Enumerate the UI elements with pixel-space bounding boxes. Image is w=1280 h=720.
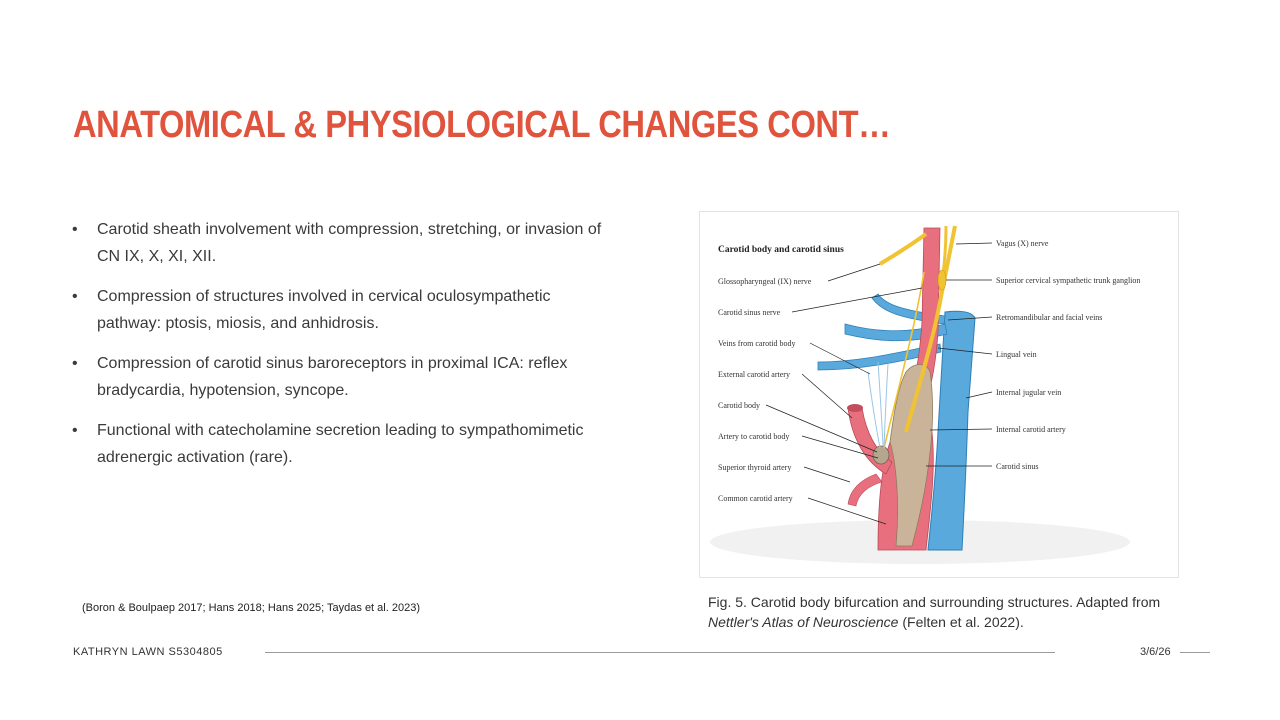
bullet-item: Compression of carotid sinus barorecepto… <box>72 350 612 404</box>
internal-jugular-vein <box>927 310 976 551</box>
figure-label-left: Artery to carotid body <box>718 432 789 441</box>
figure-label-right: Superior cervical sympathetic trunk gang… <box>996 276 1140 285</box>
bullet-item: Carotid sheath involvement with compress… <box>72 216 612 270</box>
caption-text: Fig. 5. Carotid body bifurcation and sur… <box>708 594 1161 610</box>
figure-label-right: Carotid sinus <box>996 462 1038 471</box>
bullet-item: Compression of structures involved in ce… <box>72 283 612 337</box>
figure-label-right: Vagus (X) nerve <box>996 239 1049 248</box>
figure-label-right: Internal jugular vein <box>996 388 1061 397</box>
vagus-nerve <box>904 225 957 433</box>
anatomy-figure: Carotid body and carotid sinus Glossopha… <box>699 211 1179 578</box>
footer-author: KATHRYN LAWN S5304805 <box>73 646 223 658</box>
right-leader-lines <box>926 242 993 467</box>
glossopharyngeal-nerve <box>878 232 928 266</box>
figure-label-left: Veins from carotid body <box>718 339 796 348</box>
slide-title: ANATOMICAL & PHYSIOLOGICAL CHANGES CONT… <box>73 104 891 146</box>
superior-thyroid-artery <box>847 473 883 507</box>
bullet-item: Functional with catecholamine secretion … <box>72 417 612 471</box>
footer-date: 3/6/26 <box>1140 646 1171 658</box>
figure-label-right: Retromandibular and facial veins <box>996 313 1102 322</box>
figure-label-left: Common carotid artery <box>718 494 793 503</box>
bullet-list: Carotid sheath involvement with compress… <box>72 216 612 484</box>
left-leader-lines <box>765 263 923 525</box>
figure-label-left: External carotid artery <box>718 370 790 379</box>
caption-citation: (Felten et al. 2022). <box>898 614 1024 630</box>
figure-caption: Fig. 5. Carotid body bifurcation and sur… <box>708 592 1178 632</box>
carotid-illustration: Carotid body and carotid sinus Glossopha… <box>710 225 1140 564</box>
footer-divider <box>265 652 1055 653</box>
figure-label-right: Internal carotid artery <box>996 425 1066 434</box>
figure-label-left: Carotid sinus nerve <box>718 308 781 317</box>
carotid-sinus <box>889 364 933 547</box>
figure-label-left: Glossopharyngeal (IX) nerve <box>718 277 812 286</box>
figure-label-right: Lingual vein <box>996 350 1037 359</box>
figure-label-left: Carotid body <box>718 401 760 410</box>
figure-title: Carotid body and carotid sinus <box>718 245 844 255</box>
carotid-body <box>872 445 890 465</box>
figure-label-left: Superior thyroid artery <box>718 463 791 472</box>
carotid-body-veins <box>867 361 889 449</box>
lingual-vein <box>817 343 942 371</box>
caption-source-title: Nettler's Atlas of Neuroscience <box>708 614 899 630</box>
external-carotid-lumen <box>847 404 863 412</box>
sympathetic-ganglion <box>937 269 947 291</box>
footer-divider-right <box>1180 652 1210 653</box>
references: (Boron & Boulpaep 2017; Hans 2018; Hans … <box>82 602 420 614</box>
carotid-sinus-nerve <box>883 271 925 449</box>
